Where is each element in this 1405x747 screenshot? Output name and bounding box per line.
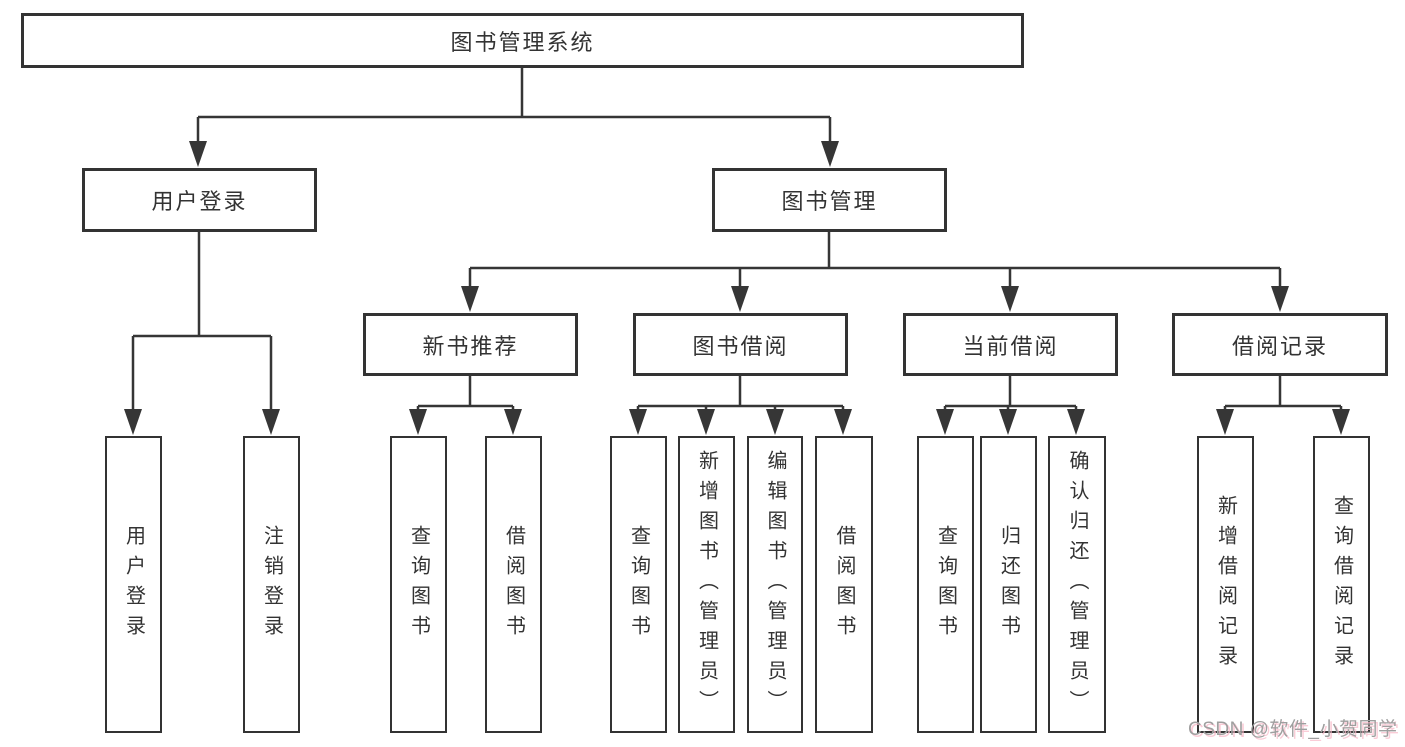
node-label: 新增借阅记录 — [1214, 494, 1237, 675]
leaf-borrow-books-borrowing: 借阅图书 — [815, 436, 873, 733]
node-user-login: 用户登录 — [82, 168, 317, 232]
node-label: 注销登录 — [260, 524, 283, 645]
leaf-query-books-recommend: 查询图书 — [390, 436, 447, 733]
leaf-borrow-books-recommend: 借阅图书 — [485, 436, 542, 733]
node-label: 借阅记录 — [1231, 333, 1328, 359]
leaf-query-books-borrowing: 查询图书 — [610, 436, 667, 733]
node-label: 查询图书 — [407, 524, 430, 645]
node-borrow-records: 借阅记录 — [1172, 313, 1388, 376]
leaf-logout: 注销登录 — [243, 436, 300, 733]
node-label: 新书推荐 — [422, 333, 519, 359]
leaf-confirm-return-admin: 确认归还（管理员） — [1048, 436, 1106, 733]
node-label: 确认归还（管理员） — [1066, 449, 1088, 720]
node-label: 借阅图书 — [833, 524, 855, 645]
node-label: 借阅图书 — [502, 524, 525, 645]
node-label: 图书借阅 — [692, 333, 789, 359]
leaf-user-login: 用户登录 — [105, 436, 162, 733]
node-label: 当前借阅 — [962, 333, 1059, 359]
leaf-add-borrow-record: 新增借阅记录 — [1197, 436, 1254, 733]
node-label: 图书管理 — [781, 189, 878, 214]
leaf-query-borrow-record: 查询借阅记录 — [1313, 436, 1370, 733]
arrowheads — [124, 141, 1350, 435]
node-root-system: 图书管理系统 — [21, 13, 1024, 68]
leaf-add-book-admin: 新增图书（管理员） — [678, 436, 735, 733]
node-label: 查询图书 — [627, 524, 650, 645]
node-current-borrowing: 当前借阅 — [903, 313, 1118, 376]
node-label: 编辑图书（管理员） — [764, 449, 786, 720]
node-label: 用户登录 — [151, 189, 248, 214]
csdn-watermark: CSDN @软件_小贺同学 — [1188, 719, 1398, 740]
node-label: 新增图书（管理员） — [695, 449, 718, 720]
leaf-edit-book-admin: 编辑图书（管理员） — [747, 436, 803, 733]
node-label: 查询借阅记录 — [1330, 494, 1353, 675]
node-label: 归还图书 — [997, 524, 1020, 645]
node-label: 查询图书 — [934, 524, 957, 645]
node-label: 图书管理系统 — [450, 29, 595, 55]
node-label: 用户登录 — [122, 524, 145, 645]
leaf-return-books: 归还图书 — [980, 436, 1037, 733]
node-book-borrowing: 图书借阅 — [633, 313, 848, 376]
node-book-management: 图书管理 — [712, 168, 947, 232]
leaf-query-books-current: 查询图书 — [917, 436, 974, 733]
node-new-book-recommend: 新书推荐 — [363, 313, 578, 376]
